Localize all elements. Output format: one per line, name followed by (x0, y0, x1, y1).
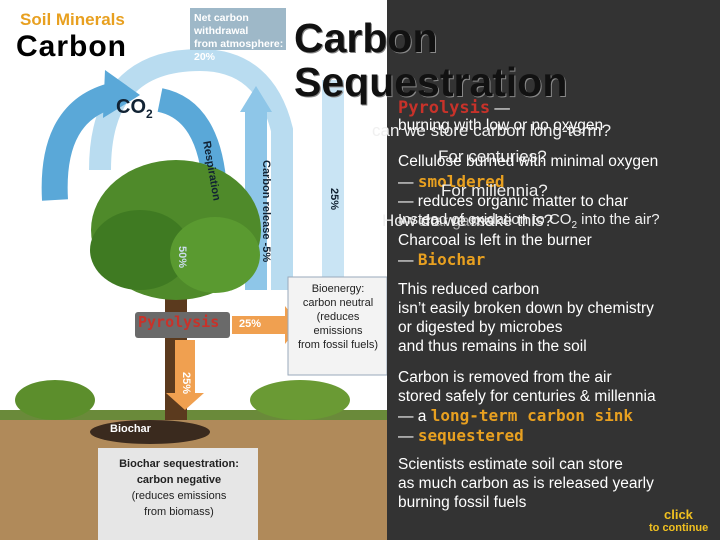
biochar-term: Biochar (417, 250, 486, 269)
char-gases-line: — char gases (398, 212, 494, 231)
para3-line-1: Carbon is removed from the air (398, 369, 612, 386)
overlay-question-5: How do we make this? (382, 211, 554, 230)
carbon-release-label: Carbon release -5% (260, 160, 272, 263)
carbon-release-arrowhead (240, 86, 272, 112)
overlay-q4-tail: into the air? (577, 211, 660, 228)
sequestration-line-2: carbon negative (136, 474, 222, 486)
char-gases-term: char gases (417, 213, 494, 230)
sequestration-text: Biochar sequestration: carbon negative (… (104, 456, 254, 520)
diagram-illustration (0, 8, 387, 540)
net-withdrawal-label: Net carbon withdrawal from atmosphere: 2… (194, 12, 286, 64)
smoldered-dash: — (398, 174, 418, 191)
bioenergy-line-2: carbon neutral (302, 297, 374, 309)
net-withdrawal-line2: from atmosphere: 20% (194, 38, 284, 63)
tree-canopy-left (90, 210, 190, 290)
pct-25-right-label: 25% (328, 188, 340, 211)
sequestered-dash: — (398, 428, 418, 445)
pyrolysis-kiln (135, 312, 230, 338)
atmosphere-loop (89, 48, 293, 290)
click-button[interactable]: click (664, 507, 693, 522)
biochar-diagram-label: Biochar (110, 423, 151, 435)
bush-left (15, 380, 95, 420)
sequestered-term: sequestered (417, 426, 524, 445)
bioenergy-line-5: from fossil fuels) (297, 339, 379, 351)
pyrolysis-pct-label: 25% (239, 318, 262, 330)
release-25-bar (322, 80, 344, 280)
photosynthesis-arrow (41, 82, 119, 201)
carbon-cycle-diagram: Soil Minerals Carbon Net carbon withdraw… (0, 0, 387, 540)
burning-line: burning with low or no oxygen (398, 117, 604, 134)
net-withdrawal-box (190, 8, 286, 50)
pct-25-down-label: 25% (180, 372, 192, 395)
cellulose-line: Cellulose burned with minimal oxygen (398, 153, 659, 170)
char-gases-dash: — (398, 213, 418, 230)
sequestration-line-4: from biomass) (144, 506, 214, 518)
pyrolysis-diagram-label: Pyrolysis (138, 313, 220, 331)
bioenergy-line-3: (reduces (316, 311, 360, 323)
reduces-line: — reduces organic matter to char (398, 193, 629, 210)
continue-link[interactable]: to continue (649, 522, 709, 534)
grass-strip (0, 410, 387, 420)
smoldered-term: smoldered (417, 172, 505, 191)
para2-line-4: and thus remains in the soil (398, 338, 587, 355)
main-title: Carbon Sequestration (294, 16, 567, 104)
to-biochar-arrowhead (166, 393, 204, 410)
para2-line-3: or digested by microbes (398, 319, 563, 336)
bush-right (250, 380, 350, 420)
para2-line-2: isn’t easily broken down by chemistry (398, 300, 654, 317)
carbon-title: Carbon (16, 30, 127, 63)
bioenergy-box (287, 276, 387, 376)
soil-minerals-title: Soil Minerals (20, 10, 125, 29)
para4-line-2: as much carbon as is released yearly (398, 475, 654, 492)
pyrolysis-heading: Pyrolysis — (398, 98, 510, 118)
smoldered-line: — smoldered (398, 172, 505, 192)
overlay-question-2: For centuries? (438, 147, 547, 166)
overlay-q4-text: Instead of oxidation to CO (398, 211, 572, 228)
photosynthesis-arrowhead (103, 70, 140, 118)
biochar-blob (90, 420, 210, 444)
para3-line-4: — sequestered (398, 426, 656, 446)
reduced-carbon-paragraph: This reduced carbon isn’t easily broken … (398, 280, 654, 356)
para3-line-3: — a long-term carbon sink (398, 406, 656, 426)
carbon-removed-paragraph: Carbon is removed from the air stored sa… (398, 368, 656, 446)
explanation-panel (387, 0, 720, 540)
tree-canopy-right (170, 217, 260, 293)
para4-line-1: Scientists estimate soil can store (398, 456, 623, 473)
bioenergy-line-4: emissions (313, 325, 363, 337)
pct-50-label: 50% (176, 246, 188, 269)
to-bioenergy-arrow (232, 316, 287, 334)
to-biochar-arrow (175, 340, 195, 395)
bioenergy-line-1: Bioenergy: (311, 283, 365, 295)
pyrolysis-dash: — (490, 100, 510, 117)
biochar-line: — Biochar (398, 250, 485, 270)
overlay-q4-subscript: 2 (571, 220, 577, 231)
sequestration-line-1: Biochar sequestration: (119, 458, 239, 470)
bioenergy-text: Bioenergy: carbon neutral (reduces emiss… (292, 282, 384, 352)
scientists-paragraph: Scientists estimate soil can store as mu… (398, 455, 654, 512)
para2-line-1: This reduced carbon (398, 281, 540, 298)
long-term-sink-term: long-term carbon sink (430, 406, 634, 425)
sequestration-line-3: (reduces emissions (131, 490, 227, 502)
biochar-dash: — (398, 252, 418, 269)
biochar-sequestration-box (98, 448, 258, 540)
main-title-line-2: Sequestration (294, 59, 568, 105)
co2-text: CO (116, 96, 146, 118)
para4-line-3: burning fossil fuels (398, 494, 527, 511)
main-title-line-1: Carbon (294, 15, 438, 61)
overlay-question-1: can we store carbon long-term? (372, 121, 612, 140)
net-withdrawal-line1: Net carbon withdrawal (194, 12, 249, 37)
overlay-question-3: For millennia? (441, 181, 548, 200)
co2-subscript: 2 (146, 107, 153, 121)
long-term-dash: — a (398, 408, 431, 425)
charcoal-line: Charcoal is left in the burner (398, 232, 592, 249)
overlay-question-4: Instead of oxidation to CO2 into the air… (398, 210, 660, 235)
co2-label: CO2 (116, 96, 153, 121)
pyrolysis-heading-text: Pyrolysis (398, 98, 491, 118)
para3-line-2: stored safely for centuries & millennia (398, 388, 656, 405)
